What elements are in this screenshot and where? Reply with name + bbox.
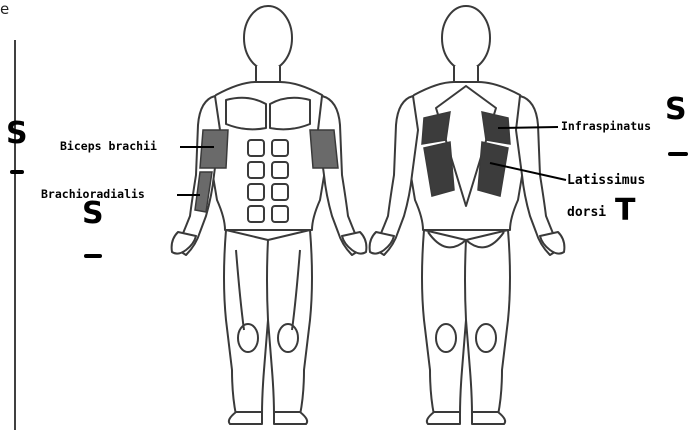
infraspinatus-leader-line	[498, 127, 558, 128]
label-latissimus: Latissimus	[567, 173, 645, 188]
label-biceps-brachii: Biceps brachii	[60, 139, 157, 153]
mark-s-right: S	[665, 92, 687, 127]
back-head	[442, 6, 490, 70]
front-left-leg	[224, 230, 269, 415]
back-body-figure	[370, 6, 565, 424]
mark-dash-right	[668, 152, 688, 156]
label-infraspinatus: Infraspinatus	[561, 119, 651, 133]
front-right-leg	[267, 230, 312, 415]
back-torso	[404, 82, 530, 230]
infraspinatus-left-highlight	[422, 112, 450, 144]
front-left-hand	[172, 232, 196, 254]
mark-dash-left-mid	[84, 254, 102, 258]
biceps-left-highlight	[200, 130, 228, 168]
front-head	[244, 6, 292, 70]
mark-dash-left-top	[10, 170, 24, 174]
front-right-hand	[342, 232, 366, 254]
mark-s-left-top: S	[6, 116, 28, 151]
label-dorsi: dorsi	[567, 205, 606, 220]
front-right-arm	[318, 96, 360, 255]
front-body-figure	[172, 6, 367, 424]
biceps-right-highlight	[310, 130, 338, 168]
mark-s-left-mid: S	[82, 196, 104, 231]
mark-t-right: T	[615, 193, 635, 228]
